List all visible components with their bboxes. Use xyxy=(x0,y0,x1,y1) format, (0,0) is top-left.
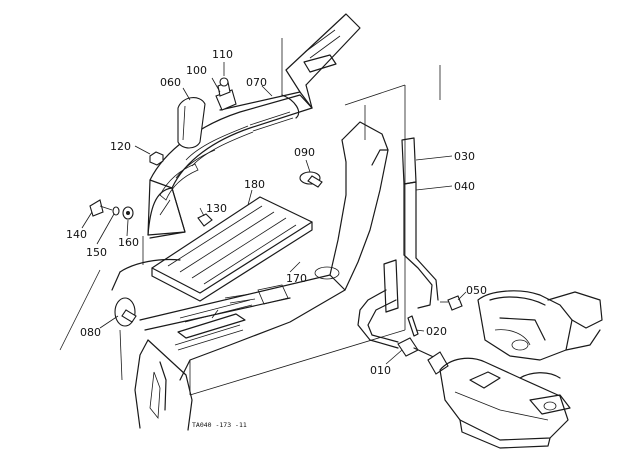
callout-040: 040 xyxy=(454,180,475,193)
callout-170: 170 xyxy=(286,272,307,285)
callout-180: 180 xyxy=(244,178,265,191)
callout-130: 130 xyxy=(206,202,227,215)
rubber-foot-090 xyxy=(299,171,323,188)
callout-140: 140 xyxy=(66,228,87,241)
rubber-foot-080 xyxy=(114,297,137,327)
callout-labels: 010 020 030 040 050 060 070 080 090 100 … xyxy=(66,48,487,429)
callout-060: 060 xyxy=(160,76,181,89)
callout-070: 070 xyxy=(246,76,267,89)
callout-010: 010 xyxy=(370,364,391,377)
callout-160: 160 xyxy=(118,236,139,249)
transmission-housing xyxy=(439,290,603,449)
step-plate xyxy=(151,196,313,302)
upper-step-bracket xyxy=(147,13,361,239)
callout-150: 150 xyxy=(86,246,107,259)
lever-rods xyxy=(357,137,439,349)
callout-090: 090 xyxy=(294,146,315,159)
callout-100: 100 xyxy=(186,64,207,77)
connecting-rod xyxy=(397,337,449,375)
callout-020: 020 xyxy=(426,325,447,338)
callout-120: 120 xyxy=(110,140,131,153)
guide-lines xyxy=(59,38,441,396)
bolt-washer-set xyxy=(89,199,134,220)
leader-lines xyxy=(81,62,467,365)
clip-and-bolt xyxy=(215,77,237,111)
drawing-reference: TA040 -173 -11 xyxy=(192,421,247,429)
step-knob xyxy=(177,97,206,149)
callout-050: 050 xyxy=(466,284,487,297)
callout-030: 030 xyxy=(454,150,475,163)
body-frame xyxy=(111,121,389,431)
callout-110: 110 xyxy=(212,48,233,61)
pin-020 xyxy=(407,315,419,337)
callout-080: 080 xyxy=(80,326,101,339)
bolt-130 xyxy=(197,213,213,227)
nut-120 xyxy=(149,151,164,166)
bolt-050 xyxy=(440,295,463,311)
